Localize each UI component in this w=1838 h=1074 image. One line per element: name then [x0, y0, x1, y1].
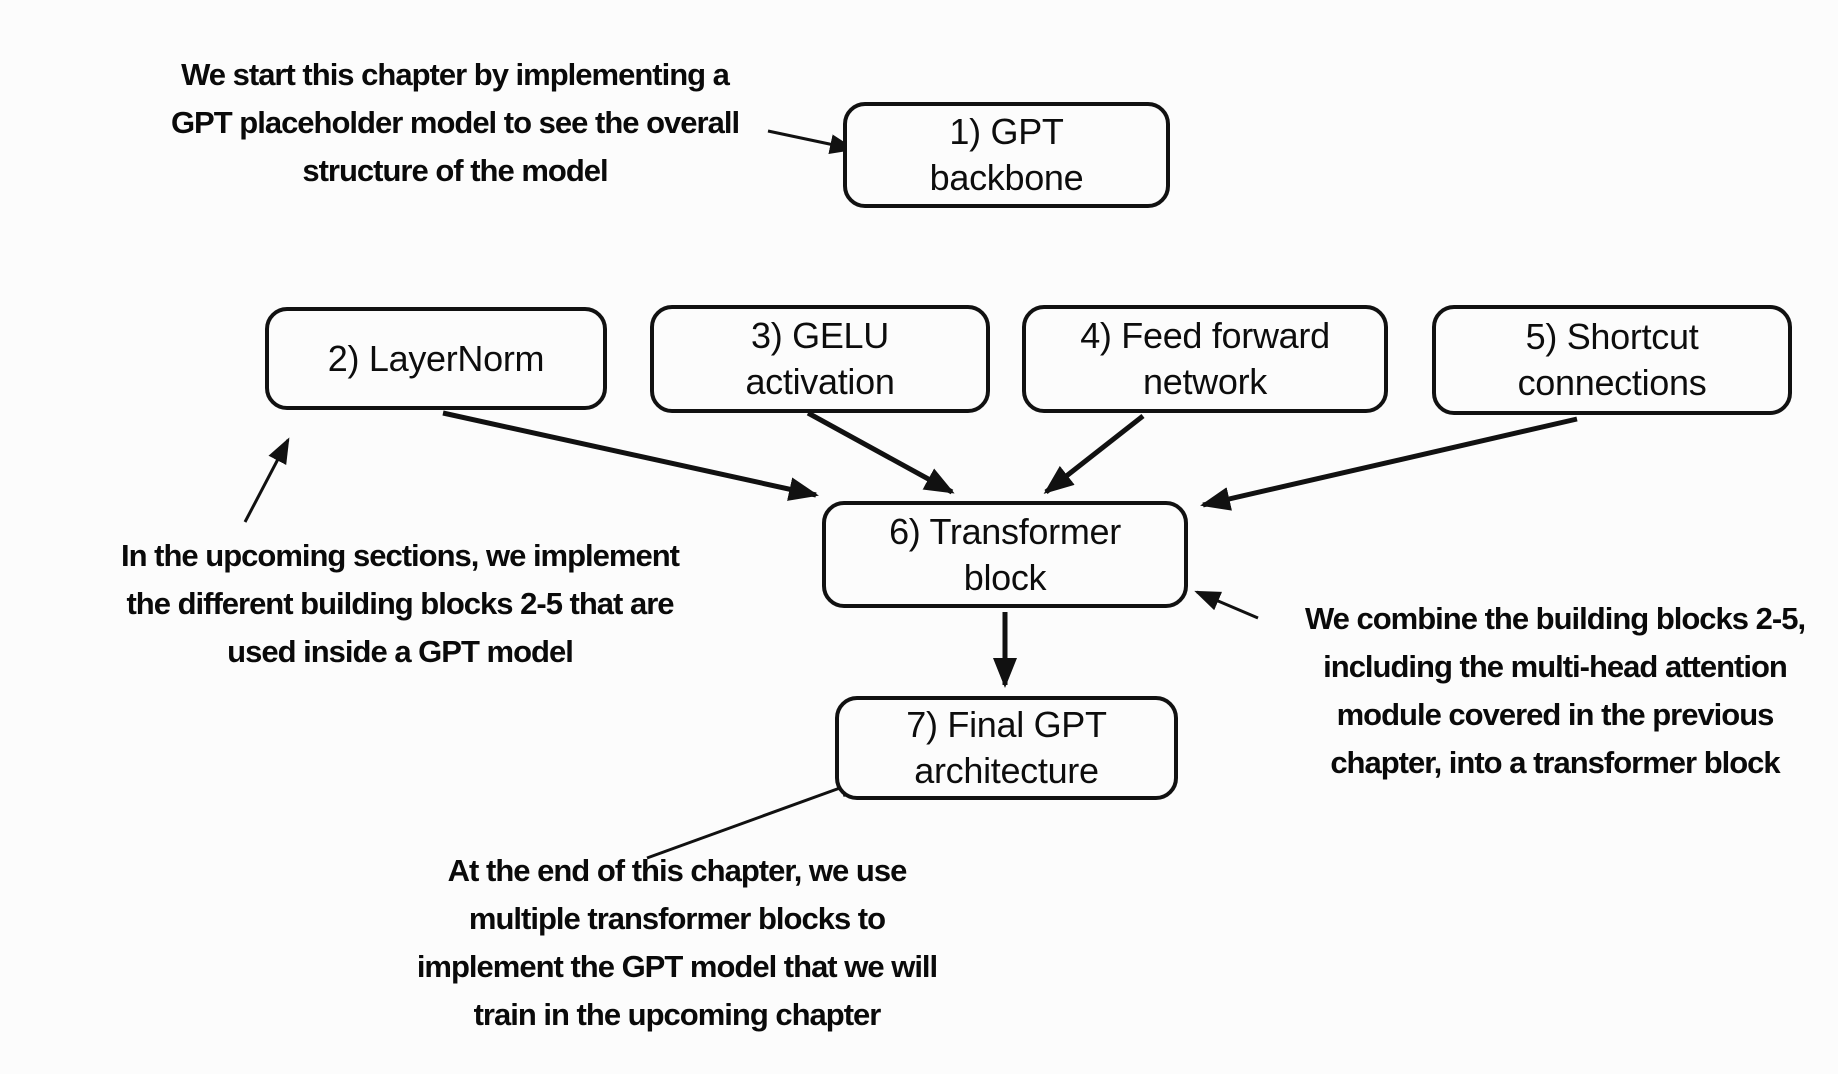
box-shortcut-connections: 5) Shortcut connections: [1432, 305, 1792, 415]
arrow-note-to-layernorm: [243, 437, 290, 523]
arrow-note-to-gpt-backbone: [767, 129, 856, 155]
box-shortcut-connections-label: 5) Shortcut connections: [1517, 316, 1707, 403]
box-transformer-block-label: 6) Transformer block: [889, 510, 1121, 598]
arrow-note-to-final-gpt: [646, 778, 865, 860]
arrow-gelu-to-transformer-block: [806, 410, 955, 495]
box-feed-forward-network: 4) Feed forward network: [1022, 305, 1388, 413]
annotation-building-blocks: In the upcoming sections, we implement t…: [121, 538, 680, 669]
box-final-gpt-architecture-label: 7) Final GPT architecture: [906, 704, 1107, 791]
box-layernorm: 2) LayerNorm: [265, 307, 607, 410]
arrow-shortcut-to-transformer-block: [1200, 416, 1578, 511]
annotation-gpt-backbone: We start this chapter by implementing a …: [170, 57, 740, 188]
arrow-feed-forward-to-transformer-block: [1043, 414, 1145, 494]
box-gpt-backbone: 1) GPT backbone: [843, 102, 1170, 208]
annotation-transformer-block: We combine the building blocks 2-5, incl…: [1304, 601, 1806, 780]
box-transformer-block: 6) Transformer block: [822, 501, 1188, 608]
annotation-final-gpt: At the end of this chapter, we use multi…: [416, 853, 938, 1032]
box-gpt-backbone-label: 1) GPT backbone: [929, 111, 1084, 198]
box-final-gpt-architecture: 7) Final GPT architecture: [835, 696, 1178, 800]
box-feed-forward-network-label: 4) Feed forward network: [1080, 315, 1330, 402]
box-gelu-activation: 3) GELU activation: [650, 305, 990, 413]
arrow-layernorm-to-transformer-block: [442, 410, 819, 501]
box-gelu-activation-label: 3) GELU activation: [745, 315, 895, 402]
box-layernorm-label: 2) LayerNorm: [327, 337, 545, 379]
arrow-note-to-transformer-block: [1194, 590, 1259, 620]
